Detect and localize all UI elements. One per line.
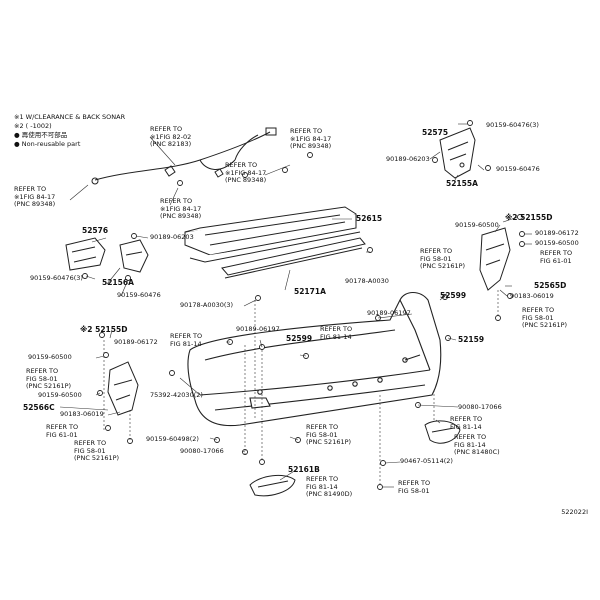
part-52161B: 52161B	[288, 465, 320, 474]
part-90189-06172-left: 90189-06172	[114, 338, 158, 346]
bracket-52575	[439, 127, 476, 179]
part-90159-60500-right: 90159-60500	[455, 221, 499, 229]
diagram-id: 522022I	[561, 508, 588, 516]
bracket-52576	[65, 237, 106, 271]
part-90178-A0030: 90178-A0030	[345, 277, 389, 285]
part-52155A: 52155A	[446, 179, 478, 188]
part-52155D-left: ※2 52155D	[80, 325, 128, 334]
part-90159-60500-right2: 90159-60500	[535, 239, 579, 247]
part-90159-60476-3-left: 90159-60476(3)	[30, 274, 83, 282]
part-90467-05114-2: 90467-05114(2)	[400, 457, 453, 465]
part-75392-42030-2: 75392-42030(2)	[150, 391, 203, 399]
part-52171A: 52171A	[294, 287, 326, 296]
ref-61-01-right: REFER TO FIG 61-01	[540, 249, 573, 265]
ref-58-01-left: REFER TO FIG 58-01 (PNC 52161P)	[26, 367, 72, 390]
part-52599-mid: 52599	[286, 334, 313, 343]
ref-81-14-b: REFER TO FIG 81-14	[320, 325, 353, 341]
ref-81-14-81480C: REFER TO FIG 81-14 (PNC 81480C)	[454, 433, 500, 456]
bracket-52566C	[107, 361, 139, 416]
ref-89348-label-a: REFER TO ※1FIG 84-17 (PNC 89348)	[290, 127, 332, 150]
bumper-reinforcement	[184, 206, 361, 263]
ref-58-01-right2: REFER TO FIG 58-01 (PNC 52161P)	[522, 306, 568, 329]
ref-58-01-mid: REFER TO FIG 58-01 (PNC 52161P)	[306, 423, 352, 446]
part-52565D: 52565D	[534, 281, 567, 290]
ref-89348-label-d: REFER TO ※1FIG 84-17 (PNC 89348)	[14, 185, 56, 208]
part-90189-06203: 90189-06203	[150, 233, 194, 241]
part-90080-17066-mid: 90080-17066	[180, 447, 224, 455]
part-52155D-right: ※2 52155D	[505, 213, 553, 222]
ref-61-01-left: REFER TO FIG 61-01	[46, 423, 79, 439]
part-90183-06019-left: 90183-06019	[60, 410, 104, 418]
part-90189-06197-right: 90189-06197	[367, 309, 411, 317]
bumper-cover	[187, 291, 442, 427]
part-90159-60498-2: 90159-60498(2)	[146, 435, 199, 443]
ref-81-14-a: REFER TO FIG 81-14	[170, 332, 203, 348]
note-line-1: ※1 W/CLEARANCE & BACK SONAR	[14, 113, 126, 121]
ref-81-14-c: REFER TO FIG 81-14	[450, 415, 483, 431]
part-90159-60476-left: 90159-60476	[117, 291, 161, 299]
part-90159-60500-left: 90159-60500	[28, 353, 72, 361]
sonar-wire-harness	[91, 127, 277, 185]
part-90080-17066-right: 90080-17066	[458, 403, 502, 411]
ref-89348-label-b: REFER TO ※1FIG 84-17 (PNC 89348)	[225, 161, 267, 184]
part-52615: 52615	[356, 214, 383, 223]
bracket-52565D	[479, 227, 511, 291]
ref-58-01-bottom: REFER TO FIG 58-01	[398, 479, 431, 495]
energy-absorber	[221, 237, 366, 279]
part-52159: 52159	[458, 335, 485, 344]
part-90159-60476-top: 90159-60476	[496, 165, 540, 173]
part-52156A: 52156A	[102, 278, 134, 287]
part-52566C: 52566C	[23, 403, 55, 412]
ref-81-14-814900: REFER TO FIG 81-14 (PNC 81490D)	[306, 475, 353, 498]
part-90189-06172-right: 90189-06172	[535, 229, 579, 237]
ref-89348-label-c: REFER TO ※1FIG 84-17 (PNC 89348)	[160, 197, 202, 220]
note-line-4: ● Non-reusable part	[14, 140, 81, 148]
part-52599-right: 52599	[440, 291, 467, 300]
part-52576: 52576	[82, 226, 109, 235]
ref-58-01-left2: REFER TO FIG 58-01 (PNC 52161P)	[74, 439, 120, 462]
part-90159-60476-3-top: 90159-60476(3)	[486, 121, 539, 129]
notes-block: ※1 W/CLEARANCE & BACK SONAR ※2 ( -1002) …	[14, 113, 125, 149]
ref-58-01-right: REFER TO FIG 58-01 (PNC 52161P)	[420, 247, 466, 270]
reflector-right	[424, 420, 461, 444]
part-90189-06197-mid: 90189-06197	[236, 325, 280, 333]
ref-82183-label: REFER TO ※1FIG 82-02 (PNC 82183)	[150, 125, 192, 148]
part-90178-A0030-3: 90178-A0030(3)	[180, 301, 234, 309]
part-90183-06019-right: 90183-06019	[510, 292, 554, 300]
reflector-left	[249, 474, 296, 497]
leader-lines	[59, 123, 532, 488]
part-90159-60500-left2: 90159-60500	[38, 391, 82, 399]
note-line-2: ※2 ( -1002)	[14, 122, 52, 130]
part-90189-06203-top: 90189-06203	[386, 155, 430, 163]
part-52575: 52575	[422, 128, 449, 137]
note-line-3: ● 再使用不可部品	[14, 131, 68, 139]
bracket-52156A	[119, 239, 149, 273]
